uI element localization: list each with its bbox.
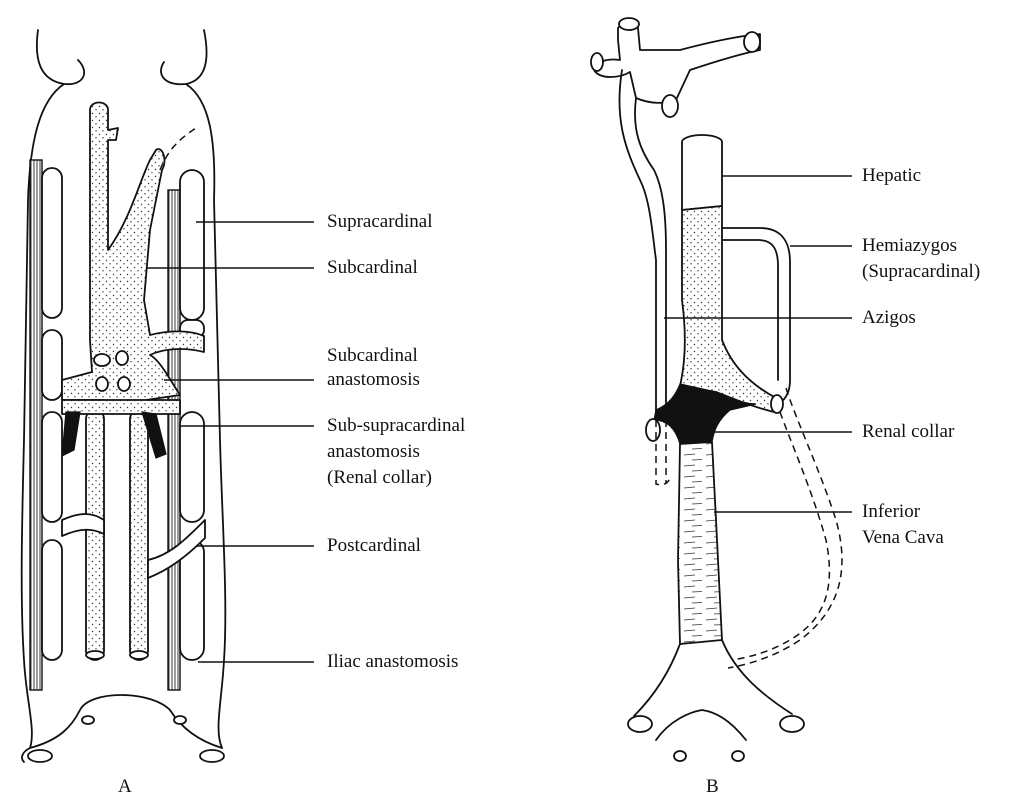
left-iliac-end bbox=[28, 750, 52, 762]
panel-a-outer-outline bbox=[37, 30, 207, 84]
left-postcardinal-bottom bbox=[42, 540, 62, 660]
azygos-stippled-segment bbox=[680, 206, 776, 412]
hepatic-branch-end bbox=[591, 53, 603, 71]
panel-b-iliac-right-end bbox=[780, 716, 804, 732]
panel-b-caption: B bbox=[706, 776, 719, 794]
left-supracardinal-vein bbox=[30, 160, 42, 690]
panel-b-iliac-small bbox=[732, 751, 744, 761]
hepatic-branch-end bbox=[662, 95, 678, 117]
label-hepatic: Hepatic bbox=[862, 164, 921, 188]
right-subcardinal-end bbox=[130, 651, 148, 659]
subcardinal-anastomosis-hole bbox=[116, 351, 128, 365]
panel-b-iliac-left-end bbox=[628, 716, 652, 732]
label-renal-collar: Renal collar bbox=[862, 420, 954, 444]
left-azygos-outline bbox=[619, 70, 666, 420]
label-iliac-anastomosis: Iliac anastomosis bbox=[327, 650, 458, 674]
right-postcardinal-lower bbox=[180, 412, 204, 522]
left-postcardinal-upper bbox=[42, 168, 62, 318]
label-inferior-vena-cava-line2: Vena Cava bbox=[862, 526, 944, 550]
right-subcardinal-lower bbox=[130, 410, 148, 660]
label-sub-supracardinal-line3: (Renal collar) bbox=[327, 466, 432, 490]
label-inferior-vena-cava-line1: Inferior bbox=[862, 500, 920, 524]
hemiazygos-end bbox=[771, 395, 783, 413]
label-sub-supracardinal-line2: anastomosis bbox=[327, 440, 420, 464]
label-postcardinal: Postcardinal bbox=[327, 534, 421, 558]
right-supracardinal-vein bbox=[168, 190, 180, 690]
right-postcardinal-upper bbox=[180, 170, 204, 320]
iliac-small-vessel bbox=[174, 716, 186, 724]
hepatic-branch-end bbox=[744, 32, 760, 52]
dashed-supracardinal-line-b bbox=[728, 388, 842, 668]
label-hemiazygos-line1: Hemiazygos bbox=[862, 234, 957, 258]
panel-b-diagram bbox=[591, 18, 842, 761]
subcardinal-anastomosis-hole bbox=[94, 354, 110, 366]
left-subcardinal-lower bbox=[86, 410, 104, 660]
left-renal-collar bbox=[62, 412, 80, 456]
panel-a-caption: A bbox=[118, 776, 132, 794]
hepatic-vessel bbox=[682, 142, 722, 210]
panel-a-iliac-bottom bbox=[22, 695, 222, 762]
left-postcardinal-lower bbox=[42, 412, 62, 522]
subcardinal-anastomosis-hole bbox=[118, 377, 130, 391]
left-subcardinal-end bbox=[86, 651, 104, 659]
label-azigos: Azigos bbox=[862, 306, 916, 330]
dashed-supracardinal-connection bbox=[160, 128, 196, 170]
label-sub-supracardinal-line1: Sub-supracardinal bbox=[327, 414, 465, 438]
renal-collar-stub bbox=[646, 419, 660, 441]
label-subcardinal-anastomosis-line1: Subcardinal bbox=[327, 344, 418, 368]
panel-b-iliac-small bbox=[674, 751, 686, 761]
label-supracardinal: Supracardinal bbox=[327, 210, 433, 234]
right-iliac-end bbox=[200, 750, 224, 762]
panel-a-diagram bbox=[22, 30, 226, 762]
hepatic-branch-end bbox=[619, 18, 639, 30]
panel-b-iliac-bottom bbox=[634, 640, 792, 740]
label-subcardinal: Subcardinal bbox=[327, 256, 418, 280]
subcardinal-anastomosis-hole bbox=[96, 377, 108, 391]
inferior-vena-cava-segment bbox=[678, 442, 722, 644]
iliac-small-vessel bbox=[82, 716, 94, 724]
label-hemiazygos-line2: (Supracardinal) bbox=[862, 260, 980, 284]
label-subcardinal-anastomosis-line2: anastomosis bbox=[327, 368, 420, 392]
dashed-supracardinal-line-b-2 bbox=[732, 412, 829, 660]
left-postcardinal-mid bbox=[42, 330, 62, 400]
